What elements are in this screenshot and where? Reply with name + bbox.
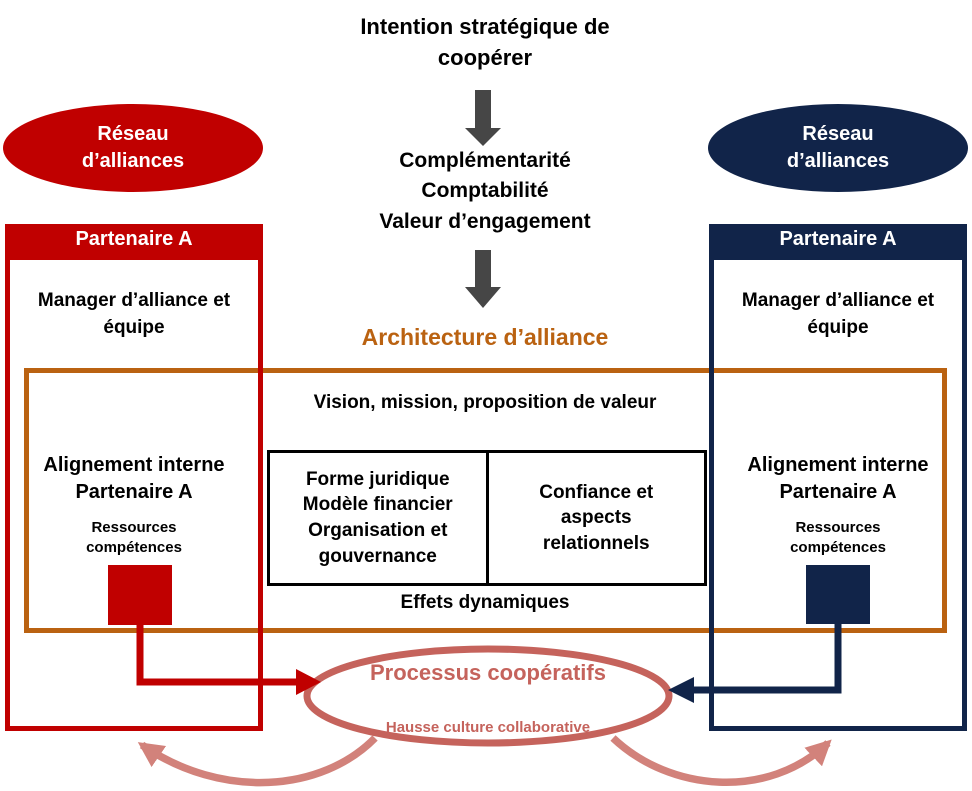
criteria-line-2: Comptabilité	[421, 179, 549, 203]
pink-cycle-arrow-right	[610, 735, 832, 787]
partner-left-header-label: Partenaire A	[75, 228, 193, 250]
relational-cell: Confiance et aspects relationnels	[489, 453, 705, 583]
process-title: Processus coopératifs	[370, 660, 606, 685]
structure-line-3: Organisation et gouvernance	[308, 520, 448, 567]
partner-left-alignment: Alignement interne Partenaire A	[43, 454, 225, 503]
down-arrow-icon-top	[465, 90, 501, 146]
architecture-frame	[24, 368, 947, 633]
down-arrow-icon-middle	[465, 250, 501, 308]
network-label-right: Réseau d’alliances	[786, 123, 890, 172]
partner-left-manager: Manager d’alliance et équipe	[37, 290, 231, 338]
partner-right-manager: Manager d’alliance et équipe	[741, 290, 935, 338]
partner-right-resources: Ressources compétences	[790, 519, 886, 556]
vision-mission-text: Vision, mission, proposition de valeur	[313, 392, 657, 413]
architecture-core-box: Forme juridique Modèle financier Organis…	[267, 450, 707, 586]
structure-line-2: Modèle financier	[302, 494, 453, 516]
structure-line-1: Forme juridique	[305, 468, 450, 490]
partner-left-header: Partenaire A	[5, 224, 263, 255]
network-ellipse-left: Réseau d’alliances	[3, 104, 263, 192]
effects-text: Effets dynamiques	[400, 592, 570, 613]
partner-right-header-label: Partenaire A	[779, 228, 897, 250]
architecture-title: Architecture d’alliance	[361, 324, 609, 350]
pink-cycle-arrow-left	[137, 735, 378, 787]
partner-right-header: Partenaire A	[709, 224, 967, 255]
partner-left-resource-square	[108, 565, 172, 625]
partner-left-box	[5, 255, 263, 731]
partner-left-resources: Ressources compétences	[86, 519, 182, 556]
network-label-left: Réseau d’alliances	[81, 123, 185, 172]
partner-right-alignment: Alignement interne Partenaire A	[747, 454, 929, 503]
criteria-line-1: Complémentarité	[399, 149, 571, 172]
structure-cell: Forme juridique Modèle financier Organis…	[270, 453, 489, 583]
network-ellipse-right: Réseau d’alliances	[708, 104, 968, 192]
criteria-block: Complémentarité Comptabilité Valeur d’en…	[310, 146, 660, 237]
relational-text: Confiance et aspects relationnels	[539, 481, 654, 554]
intention-title: Intention stratégique de coopérer	[360, 14, 610, 70]
navy-connector-arrowhead	[668, 677, 694, 703]
partner-right-box	[709, 255, 967, 731]
process-subtitle: Hausse culture collaborative	[385, 719, 591, 736]
partner-right-resource-square	[806, 565, 870, 624]
criteria-line-3: Valeur d’engagement	[379, 209, 591, 233]
